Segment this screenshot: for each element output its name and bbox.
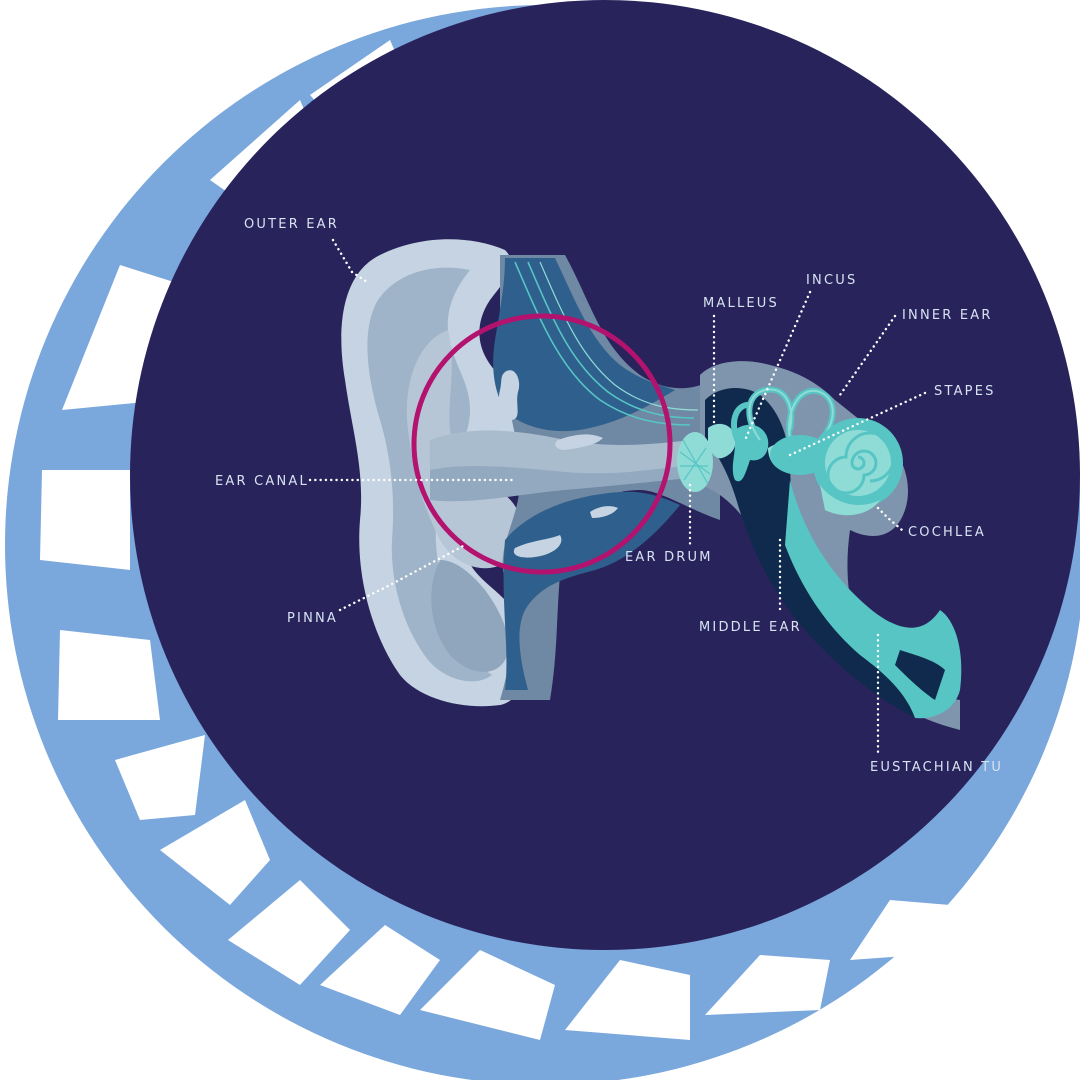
tissue-highlight bbox=[590, 506, 618, 518]
eustachian-tube-shade bbox=[895, 650, 945, 700]
cochlea-spiral bbox=[826, 431, 896, 495]
canal-tissue-upper bbox=[493, 258, 675, 432]
leader-stapes bbox=[788, 391, 927, 457]
ring-notch bbox=[228, 880, 350, 985]
label-cochlea: COCHLEA bbox=[908, 525, 986, 540]
cochlea-turn bbox=[825, 430, 891, 496]
label-incus: INCUS bbox=[806, 273, 857, 288]
ring-notch bbox=[705, 955, 830, 1015]
ring-notch bbox=[565, 960, 690, 1040]
diagram-labels: OUTER EAR INCUS MALLEUS INNER EAR STAPES… bbox=[215, 217, 1003, 775]
nerve-strand bbox=[539, 261, 699, 411]
tissue-highlight bbox=[555, 434, 603, 450]
malleus-bone bbox=[708, 423, 736, 459]
ring-notch bbox=[115, 735, 205, 820]
tissue-highlight bbox=[513, 535, 562, 558]
pinna-concha bbox=[406, 330, 523, 569]
pinna-lobe bbox=[431, 560, 509, 672]
ring-notch bbox=[40, 470, 130, 570]
label-malleus: MALLEUS bbox=[703, 296, 779, 311]
ring-notch bbox=[58, 630, 160, 720]
ring-notch bbox=[850, 900, 950, 960]
label-stapes: STAPES bbox=[934, 384, 996, 399]
ring-notch bbox=[420, 950, 555, 1040]
ring-notch bbox=[320, 925, 440, 1015]
ring-notch bbox=[160, 800, 270, 905]
leader-inner-ear bbox=[838, 314, 897, 397]
label-eustachian-tube: EUSTACHIAN TU bbox=[870, 760, 1003, 775]
label-middle-ear: MIDDLE EAR bbox=[699, 620, 802, 635]
label-outer-ear: OUTER EAR bbox=[244, 217, 339, 232]
middle-ear-chamber bbox=[705, 388, 935, 718]
semicircular-canals-inner bbox=[748, 388, 834, 446]
nerve-strand bbox=[527, 261, 695, 419]
cochlea-base bbox=[820, 485, 880, 516]
nerve-strand bbox=[514, 261, 691, 426]
label-ear-canal: EAR CANAL bbox=[215, 474, 309, 489]
leader-outer-ear bbox=[331, 238, 369, 284]
leader-pinna bbox=[338, 543, 467, 612]
leader-incus bbox=[743, 290, 812, 442]
ear-canal-shadow bbox=[430, 465, 690, 502]
leader-cochlea bbox=[876, 506, 904, 532]
ear-illustration bbox=[341, 239, 962, 730]
leader-lines bbox=[308, 238, 927, 754]
label-pinna: PINNA bbox=[287, 611, 338, 626]
tissue-highlight bbox=[498, 370, 520, 420]
ear-drum-ridges bbox=[679, 439, 711, 485]
label-ear-drum: EAR DRUM bbox=[625, 550, 713, 565]
canal-highlight-circle bbox=[411, 313, 673, 575]
label-inner-ear: INNER EAR bbox=[902, 308, 993, 323]
